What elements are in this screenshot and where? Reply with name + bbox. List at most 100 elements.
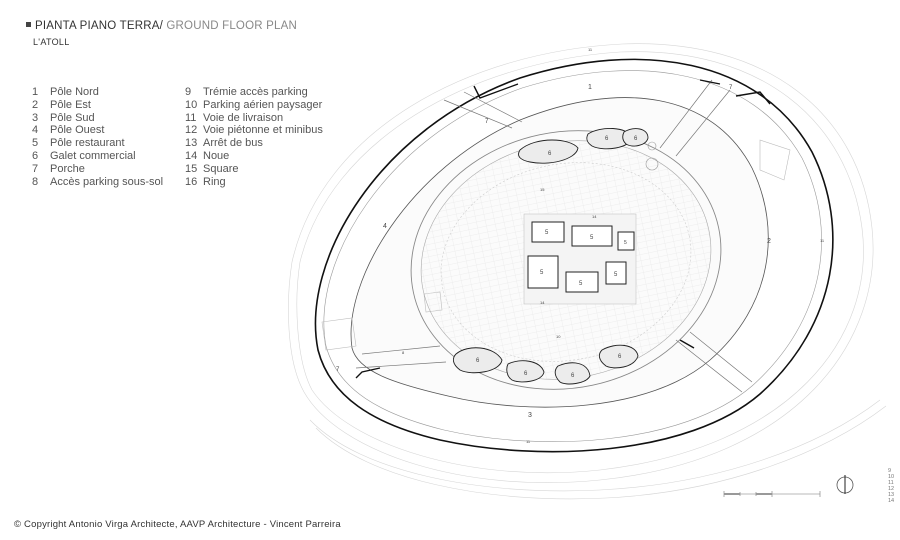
scale-bar [723,491,821,497]
legend-item: 15 Square [185,163,323,176]
site-contour-lines [288,43,887,500]
legend-number: 2 [32,98,39,111]
plan-label-galet-6: 6 [571,373,575,379]
legend-item: 10 Parking aérien paysager [185,99,323,112]
plan-label-livraison-right: 11 [820,238,825,243]
plan-label-galet-1: 6 [548,151,552,157]
legend-item: 1 Pôle Nord [32,86,163,99]
legend-item: 14 Noue [185,150,323,163]
plan-label-pole-ouest: 4 [383,223,387,230]
legend-item: 16 Ring [185,176,323,189]
title-italian: PIANTA PIANO TERRA/ [35,20,163,32]
legend-item: 6 Galet commercial [32,150,163,163]
plan-label-resto-6: 5 [614,272,618,278]
side-scale-labels: 9 10 11 12 13 14 [888,468,894,504]
legend-number: 3 [32,111,39,124]
legend-number: 8 [32,175,39,188]
legend-label: Pôle Sud [50,111,95,124]
title-bullet-icon [26,22,31,27]
legend-item: 13 Arrêt de bus [185,137,323,150]
ring-delivery-lane [323,70,822,442]
plan-label-porche-nw: 7 [485,119,489,125]
legend-number: 16 [185,175,198,188]
legend-label: Voie de livraison [203,111,284,124]
copyright-notice: © Copyright Antonio Virga Architecte, AA… [14,519,341,530]
legend-number: 4 [32,124,39,137]
side-scale-label: 13 [888,492,895,498]
legend-label: Ring [203,175,226,188]
title-english: GROUND FLOOR PLAN [163,20,297,32]
legend-label: Parking aérien paysager [203,98,323,111]
legend-number: 1 [32,86,39,98]
plan-label-resto-2: 5 [590,235,594,241]
side-scale-label: 12 [888,486,895,492]
side-scale-label: 11 [888,480,894,486]
title-block: PIANTA PIANO TERRA/ GROUND FLOOR PLAN L'… [26,20,297,47]
plan-label-pole-nord: 1 [588,84,592,91]
legend-label: Pôle Nord [50,86,99,98]
plan-label-resto-3: 5 [624,240,627,246]
plan-labels: 1 2 3 4 7 7 7 8 6 6 6 6 6 6 6 5 5 5 5 5 … [336,47,825,444]
plan-label-galet-4: 6 [476,358,480,364]
legend-item: 12 Voie piétonne et minibus [185,124,323,137]
legend-number: 13 [185,137,198,150]
north-arrow-icon [836,475,854,494]
legend-item: 3 Pôle Sud [32,112,163,125]
noue-swale [440,162,692,362]
plan-label-galet-3: 6 [634,136,638,142]
legend-item: 11 Voie de livraison [185,112,323,125]
legend-number: 10 [185,98,198,111]
plan-label-noue-bottom: 14 [540,300,545,305]
legend-number: 6 [32,149,39,162]
plan-label-noue-top: 14 [592,214,597,219]
side-scale-label: 9 [888,468,892,474]
plan-label-resto-1: 5 [545,230,549,236]
legend-number: 5 [32,137,39,150]
porch-passages [355,79,753,393]
legend-number: 7 [32,162,39,175]
legend-label: Voie piétonne et minibus [203,124,323,137]
legend-label: Noue [203,149,230,162]
plan-label-parking-center: 10 [556,334,561,339]
plan-label-pole-sud: 3 [528,412,532,419]
legend-item: 8 Accès parking sous-sol [32,176,163,189]
plan-label-galet-7: 6 [618,354,622,360]
legend-number: 9 [185,86,192,98]
legend-label: Galet commercial [50,149,136,162]
legend-number: 14 [185,149,198,162]
plan-label-porche-ne: 7 [729,85,733,91]
legend-item: 9 Trémie accès parking [185,86,323,99]
restaurant-blocks [527,221,635,293]
plan-label-pole-est: 2 [767,238,771,245]
page-title: PIANTA PIANO TERRA/ GROUND FLOOR PLAN [26,20,297,32]
legend-number: 12 [185,124,198,137]
legend-label: Arrêt de bus [203,137,263,150]
plan-label-livraison-top: 11 [588,47,593,52]
legend-label: Pôle Est [50,98,91,111]
legend-label: Accès parking sous-sol [50,175,164,188]
plan-label-square: 15 [540,187,545,192]
legend-item: 2 Pôle Est [32,99,163,112]
plan-label-galet-2: 6 [605,136,609,142]
central-ring-road [410,130,722,390]
legend-label: Square [203,162,239,175]
side-scale-label: 10 [888,474,895,480]
plan-label-resto-4: 5 [540,270,544,276]
legend-number: 15 [185,162,198,175]
plan-label-porche-sw: 7 [336,367,340,373]
plan-label-resto-5: 5 [579,281,583,287]
legend-label: Trémie accès parking [203,86,308,98]
plan-label-acces-sw: 8 [402,350,405,355]
plan-label-livraison-bottom: 11 [526,439,531,444]
side-scale-label: 14 [888,498,895,504]
legend-column-2: 9 Trémie accès parking 10 Parking aérien p… [185,86,323,188]
roundabout-features [645,141,659,171]
legend-number: 11 [185,111,197,124]
legend-column-1: 1 Pôle Nord 2 Pôle Est 3 Pôle Sud 4 Pôle Oue… [32,86,163,188]
legend-label: Pôle Ouest [50,124,105,137]
plan-label-galet-5: 6 [524,371,528,377]
pole-wall-segments [355,79,771,379]
